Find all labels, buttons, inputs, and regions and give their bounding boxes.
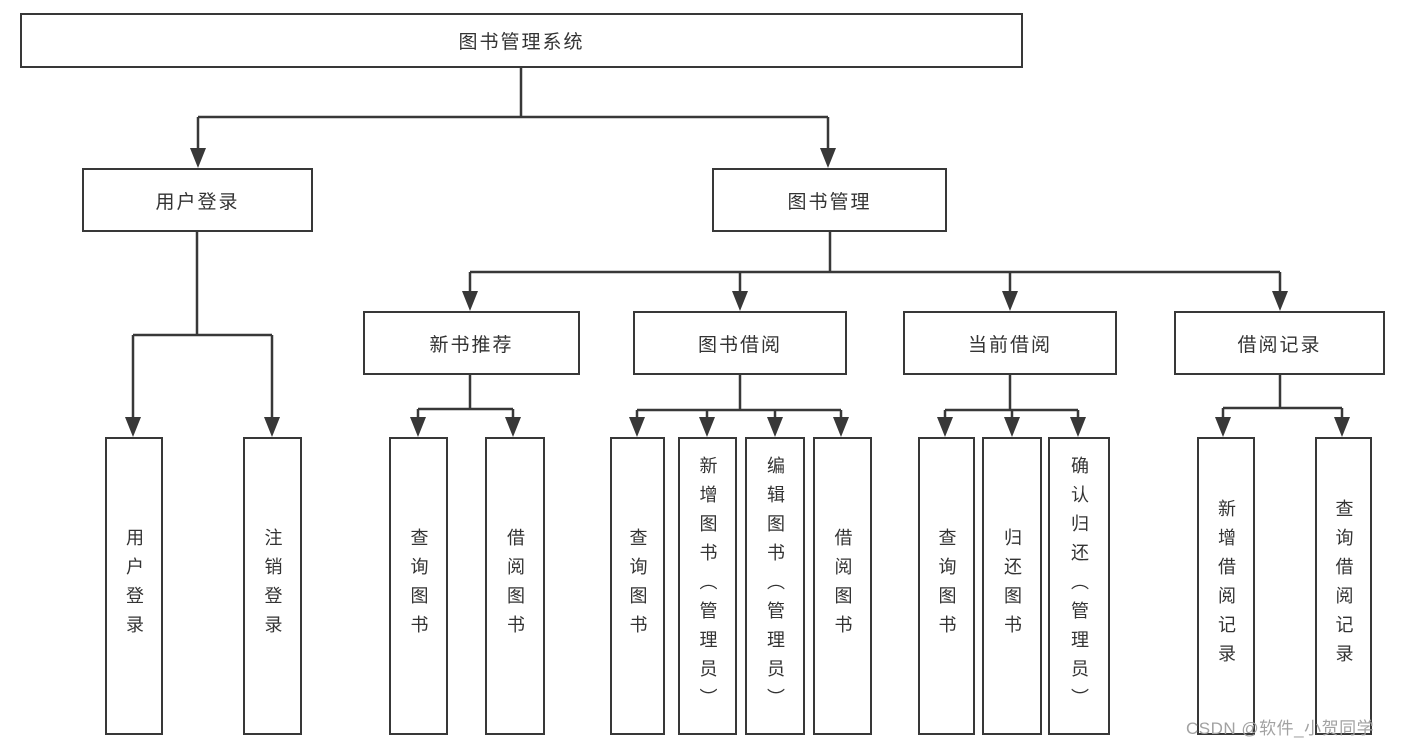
arrow-down-icon xyxy=(767,417,783,437)
csdn-watermark: CSDN @软件_小贺同学 xyxy=(1186,719,1375,738)
leaf-logout: 注销登录 xyxy=(243,437,302,735)
arrow-down-icon xyxy=(699,417,715,437)
arrow-down-icon xyxy=(505,417,521,437)
leaf-edit-books-admin: 编辑图书（管理员） xyxy=(745,437,805,735)
node-new-book-recommend: 新书推荐 xyxy=(363,311,580,375)
leaf-label: 归还图书 xyxy=(1002,528,1022,644)
node-borrowing-records: 借阅记录 xyxy=(1174,311,1385,375)
arrow-down-icon xyxy=(1002,291,1018,311)
leaf-add-borrow-record: 新增借阅记录 xyxy=(1197,437,1255,735)
arrow-down-icon xyxy=(937,417,953,437)
leaf-label: 查询图书 xyxy=(936,528,957,644)
leaf-borrow-books-recommend: 借阅图书 xyxy=(485,437,545,735)
leaf-user-login: 用户登录 xyxy=(105,437,163,735)
node-root-system: 图书管理系统 xyxy=(20,13,1023,68)
leaf-borrow-books: 借阅图书 xyxy=(813,437,872,735)
arrow-down-icon xyxy=(629,417,645,437)
leaf-query-books-borrowing: 查询图书 xyxy=(610,437,665,735)
node-book-management-branch: 图书管理 xyxy=(712,168,947,232)
node-book-borrowing: 图书借阅 xyxy=(633,311,847,375)
arrow-down-icon xyxy=(732,291,748,311)
arrow-down-icon xyxy=(1070,417,1086,437)
arrow-down-icon xyxy=(1004,417,1020,437)
leaf-label: 用户登录 xyxy=(124,528,144,644)
leaf-label: 查询借阅记录 xyxy=(1333,499,1354,673)
leaf-label: 查询图书 xyxy=(408,528,429,644)
leaf-return-books: 归还图书 xyxy=(982,437,1042,735)
arrow-down-icon xyxy=(410,417,426,437)
arrow-down-icon xyxy=(125,417,141,437)
arrow-down-icon xyxy=(190,148,206,168)
arrow-down-icon xyxy=(1334,417,1350,437)
leaf-label: 新增图书（管理员） xyxy=(697,455,718,717)
arrow-down-icon xyxy=(820,148,836,168)
leaf-label: 确认归还（管理员） xyxy=(1069,455,1089,717)
leaf-add-books-admin: 新增图书（管理员） xyxy=(678,437,737,735)
leaf-label: 编辑图书（管理员） xyxy=(765,455,785,717)
leaf-query-books-recommend: 查询图书 xyxy=(389,437,448,735)
leaf-label: 借阅图书 xyxy=(832,528,853,644)
node-user-login-branch: 用户登录 xyxy=(82,168,313,232)
leaf-label: 查询图书 xyxy=(627,528,648,644)
arrow-down-icon xyxy=(1272,291,1288,311)
leaf-label: 新增借阅记录 xyxy=(1216,499,1236,673)
leaf-confirm-return-admin: 确认归还（管理员） xyxy=(1048,437,1110,735)
leaf-label: 借阅图书 xyxy=(505,528,525,644)
arrow-down-icon xyxy=(264,417,280,437)
arrow-down-icon xyxy=(462,291,478,311)
leaf-label: 注销登录 xyxy=(262,528,283,644)
arrow-down-icon xyxy=(833,417,849,437)
arrow-down-icon xyxy=(1215,417,1231,437)
leaf-query-books-current: 查询图书 xyxy=(918,437,975,735)
leaf-query-borrow-record: 查询借阅记录 xyxy=(1315,437,1372,735)
node-current-borrowing: 当前借阅 xyxy=(903,311,1117,375)
